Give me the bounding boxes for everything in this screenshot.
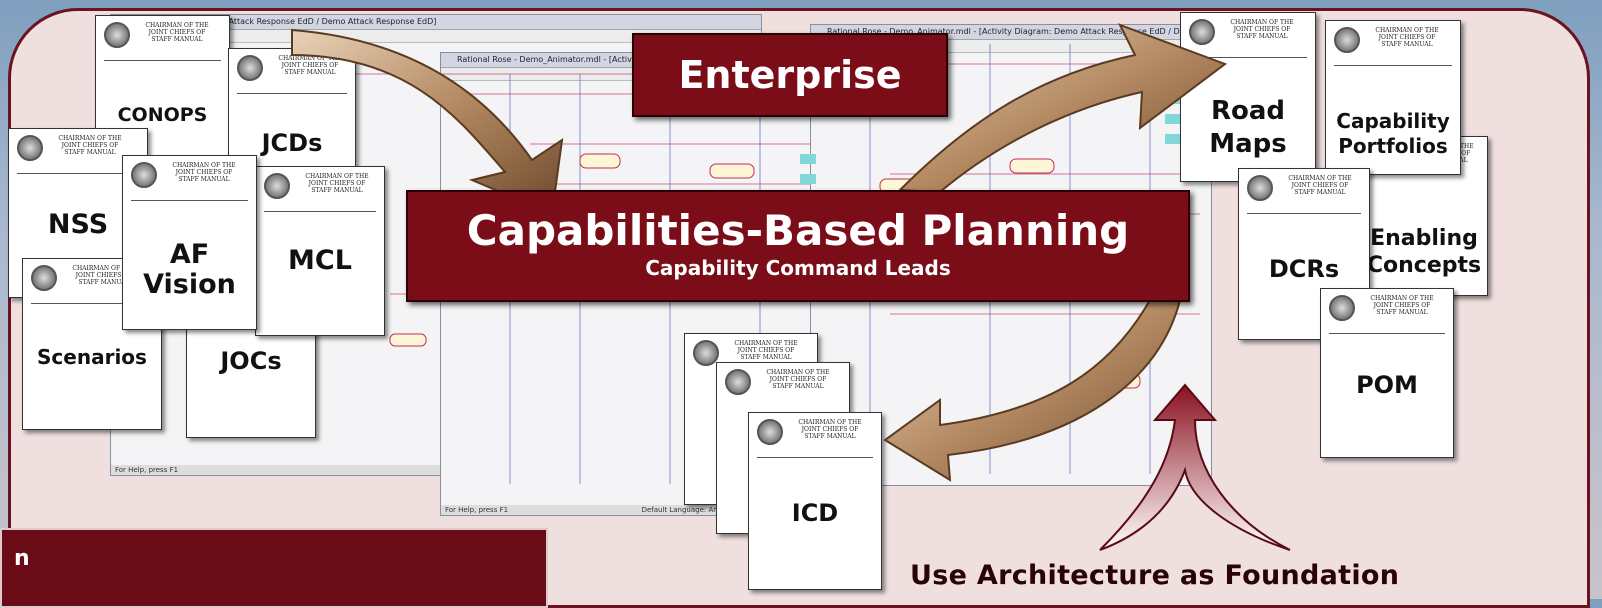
doc-label: Road Maps xyxy=(1181,95,1315,161)
status-help: For Help, press F1 xyxy=(445,506,509,514)
doc-header-text: CHAIRMAN OF THE JOINT CHIEFS OF STAFF MA… xyxy=(172,162,236,183)
enterprise-banner: Enterprise xyxy=(632,33,948,117)
jcs-seal-icon xyxy=(237,55,263,81)
doc-rule xyxy=(1189,57,1307,58)
doc-label-line: Concepts xyxy=(1366,253,1482,278)
doc-header: CHAIRMAN OF THE JOINT CHIEFS OF STAFF MA… xyxy=(1247,175,1363,209)
doc-label: NSS xyxy=(47,209,109,240)
doc-label: POM xyxy=(1356,371,1418,399)
doc-label: AF Vision xyxy=(123,240,256,300)
doc-label: Scenarios xyxy=(37,345,147,369)
doc-rule xyxy=(31,303,153,304)
window-title: [Activity Diagram: Demo Attack Response … xyxy=(111,15,761,30)
doc-header: CHAIRMAN OF THE JOINT CHIEFS OF STAFF MA… xyxy=(237,55,349,89)
jcs-seal-icon xyxy=(1334,27,1360,53)
doc-header-text: CHAIRMAN OF THE JOINT CHIEFS OF STAFF MA… xyxy=(58,135,122,156)
jcs-seal-icon xyxy=(757,419,783,445)
status-lang: Default Language: Analysis xyxy=(641,506,738,514)
cbp-banner: Capabilities-Based Planning Capability C… xyxy=(406,190,1190,302)
cbp-title: Capabilities-Based Planning xyxy=(466,206,1130,255)
icd-arrow xyxy=(883,299,1182,482)
doc-header: CHAIRMAN OF THE JOINT CHIEFS OF STAFF MA… xyxy=(31,265,155,299)
jcs-seal-icon xyxy=(1189,19,1215,45)
doc-rule xyxy=(1334,65,1452,66)
doc-label: CONOPS xyxy=(117,104,208,126)
doc-header-text: CHAIRMAN OF THE JOINT CHIEFS OF STAFF MA… xyxy=(278,55,342,76)
doc-header: CHAIRMAN OF THE JOINT CHIEFS OF STAFF MA… xyxy=(17,135,141,169)
doc-mcl: CHAIRMAN OF THE JOINT CHIEFS OF STAFF MA… xyxy=(255,166,385,336)
doc-header-text: CHAIRMAN OF THE JOINT CHIEFS OF STAFF MA… xyxy=(72,265,136,286)
doc-header: CHAIRMAN OF THE JOINT CHIEFS OF STAFF MA… xyxy=(725,369,843,403)
doc-rule xyxy=(237,93,347,94)
doc-header-text: CHAIRMAN OF THE JOINT CHIEFS OF STAFF MA… xyxy=(305,173,369,194)
doc-icd: CHAIRMAN OF THE JOINT CHIEFS OF STAFF MA… xyxy=(748,412,882,590)
doc-header-text: CHAIRMAN OF THE JOINT CHIEFS OF STAFF MA… xyxy=(734,340,798,361)
doc-header: CHAIRMAN OF THE JOINT CHIEFS OF STAFF MA… xyxy=(1189,19,1309,53)
bottom-caption-bar: n xyxy=(0,528,548,608)
doc-label: ICD xyxy=(791,499,839,527)
doc-rule xyxy=(1247,213,1361,214)
doc-label-line: Capability xyxy=(1336,109,1450,133)
doc-header: CHAIRMAN OF THE JOINT CHIEFS OF STAFF MA… xyxy=(131,162,250,196)
doc-label: JCDs xyxy=(261,129,323,157)
doc-rule xyxy=(131,200,248,201)
doc-road-maps: CHAIRMAN OF THE JOINT CHIEFS OF STAFF MA… xyxy=(1180,12,1316,182)
foundation-arrow xyxy=(1099,383,1291,551)
doc-af-vision: CHAIRMAN OF THE JOINT CHIEFS OF STAFF MA… xyxy=(122,155,257,330)
inbound-arrow xyxy=(291,28,564,216)
doc-capability-portfolios: CHAIRMAN OF THE JOINT CHIEFS OF STAFF MA… xyxy=(1325,20,1461,175)
doc-label: JOCs xyxy=(220,347,282,375)
doc-label: MCL xyxy=(288,245,352,276)
doc-label: DCRs xyxy=(1268,255,1340,283)
doc-header-text: CHAIRMAN OF THE JOINT CHIEFS OF STAFF MA… xyxy=(798,419,862,440)
doc-label-line: Vision xyxy=(143,269,236,300)
doc-header: CHAIRMAN OF THE JOINT CHIEFS OF STAFF MA… xyxy=(1329,295,1447,329)
doc-pom: CHAIRMAN OF THE JOINT CHIEFS OF STAFF MA… xyxy=(1320,288,1454,458)
jcs-seal-icon xyxy=(264,173,290,199)
doc-rule xyxy=(264,211,376,212)
foundation-caption: Use Architecture as Foundation xyxy=(910,560,1400,591)
doc-rule xyxy=(1329,333,1445,334)
doc-label-line: AF xyxy=(169,239,210,270)
roadmap-arrow xyxy=(897,23,1228,194)
jcs-seal-icon xyxy=(725,369,751,395)
doc-header: CHAIRMAN OF THE JOINT CHIEFS OF STAFF MA… xyxy=(1334,27,1454,61)
doc-header: CHAIRMAN OF THE JOINT CHIEFS OF STAFF MA… xyxy=(693,340,811,374)
doc-rule xyxy=(757,457,873,458)
cbp-subtitle: Capability Command Leads xyxy=(645,256,951,280)
doc-label-line: Enabling xyxy=(1370,226,1478,251)
doc-rule xyxy=(17,173,139,174)
doc-rule xyxy=(104,60,221,61)
jcs-seal-icon xyxy=(31,265,57,291)
doc-label-line: Portfolios xyxy=(1338,134,1448,158)
bottom-caption-text: n xyxy=(14,546,30,571)
status-bar: For Help, press F1 Default Language: Ana… xyxy=(441,505,841,515)
doc-header-text: CHAIRMAN OF THE JOINT CHIEFS OF STAFF MA… xyxy=(1370,295,1434,316)
jcs-seal-icon xyxy=(693,340,719,366)
jcs-seal-icon xyxy=(131,162,157,188)
doc-header-text: CHAIRMAN OF THE JOINT CHIEFS OF STAFF MA… xyxy=(1375,27,1439,48)
doc-header-text: CHAIRMAN OF THE JOINT CHIEFS OF STAFF MA… xyxy=(145,22,209,43)
doc-header: CHAIRMAN OF THE JOINT CHIEFS OF STAFF MA… xyxy=(264,173,378,207)
menu-bar xyxy=(111,30,761,43)
doc-label-line: Maps xyxy=(1209,129,1287,159)
status-bar: For Help, press F1 xyxy=(111,465,761,475)
doc-label-line: Road xyxy=(1210,96,1286,126)
doc-label: Enabling Concepts xyxy=(1361,225,1487,279)
jcs-seal-icon xyxy=(1247,175,1273,201)
doc-header-text: CHAIRMAN OF THE JOINT CHIEFS OF STAFF MA… xyxy=(1230,19,1294,40)
jcs-seal-icon xyxy=(1329,295,1355,321)
doc-header: CHAIRMAN OF THE JOINT CHIEFS OF STAFF MA… xyxy=(104,22,223,56)
doc-header-text: CHAIRMAN OF THE JOINT CHIEFS OF STAFF MA… xyxy=(766,369,830,390)
jcs-seal-icon xyxy=(104,22,130,48)
doc-label: Capability Portfolios xyxy=(1326,109,1460,159)
doc-header-text: CHAIRMAN OF THE JOINT CHIEFS OF STAFF MA… xyxy=(1288,175,1352,196)
doc-header: CHAIRMAN OF THE JOINT CHIEFS OF STAFF MA… xyxy=(757,419,875,453)
jcs-seal-icon xyxy=(17,135,43,161)
